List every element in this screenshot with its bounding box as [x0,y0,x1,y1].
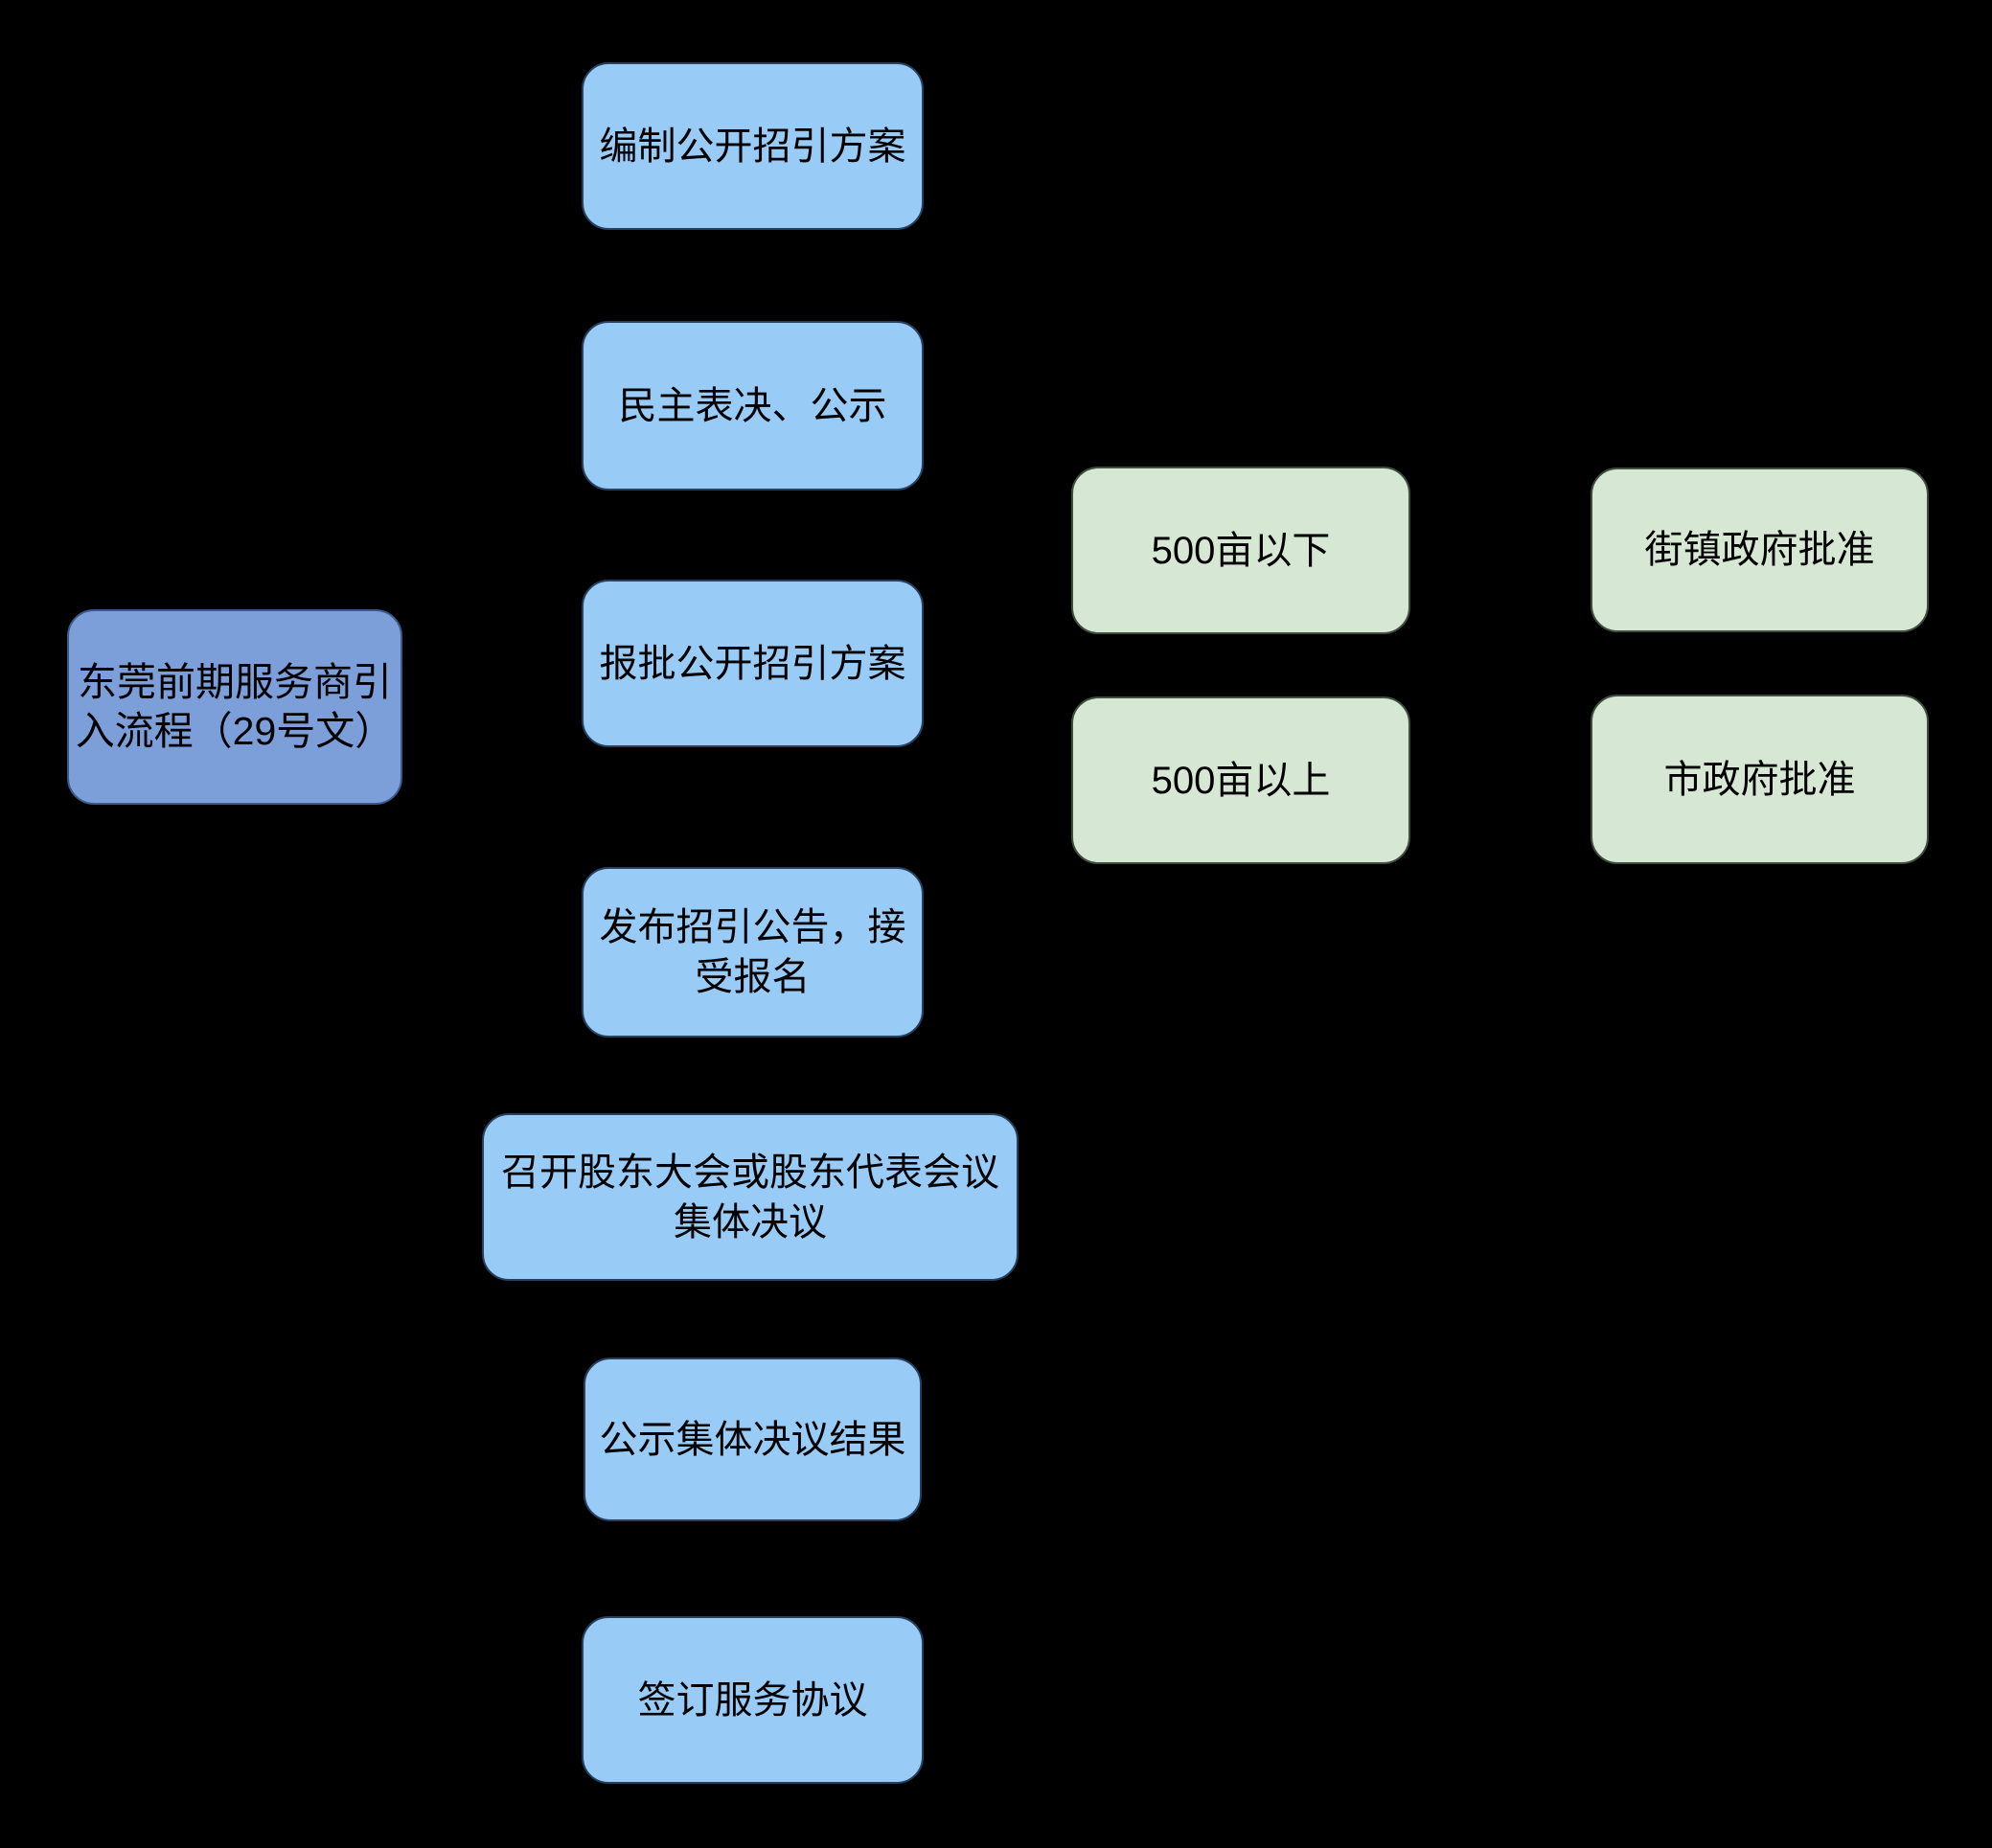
node-step-draft-plan: 编制公开招引方案 [582,62,924,230]
node-area-below-500mu: 500亩以下 [1071,467,1410,634]
node-city-government-approval: 市政府批准 [1591,695,1929,864]
node-town-government-approval: 街镇政府批准 [1591,468,1929,632]
node-process-title: 东莞前期服务商引入流程（29号文） [67,609,402,805]
node-step-vote-publicize: 民主表决、公示 [582,321,924,491]
node-step-announce-accept-registration: 发布招引公告，接受报名 [582,867,924,1038]
node-step-shareholder-meeting-resolution: 召开股东大会或股东代表会议集体决议 [482,1113,1019,1281]
node-step-sign-service-agreement: 签订服务协议 [582,1616,924,1784]
node-step-publicize-resolution-result: 公示集体决议结果 [584,1357,922,1521]
node-area-above-500mu: 500亩以上 [1071,696,1410,864]
node-step-submit-plan-approval: 报批公开招引方案 [582,580,924,747]
